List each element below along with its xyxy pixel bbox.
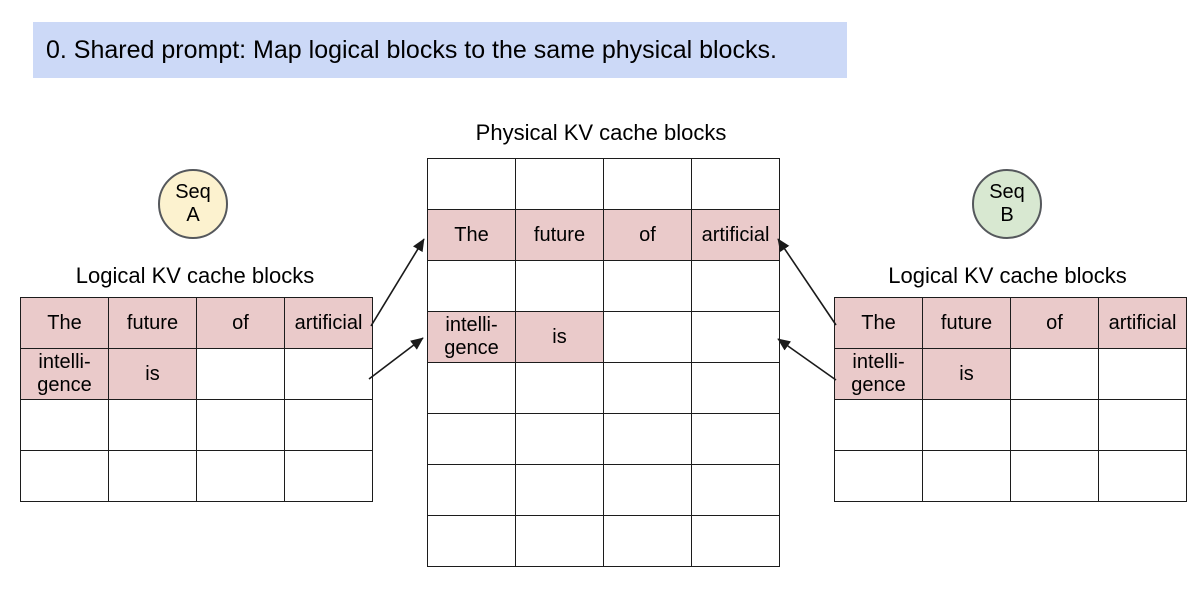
kv-cell-empty [427,260,516,312]
physical-table-title: Physical KV cache blocks [475,120,727,145]
kv-cell-empty [691,158,780,210]
kv-cell-empty [603,413,692,465]
kv-cell-empty [691,311,780,363]
kv-cell-empty [20,399,109,451]
kv-cell-empty [196,450,285,502]
kv-row [427,413,780,465]
kv-row [427,464,780,516]
kv-cell-empty [427,362,516,414]
kv-cell-empty [515,158,604,210]
arrow-seq-b-row2-to-physical [777,338,837,381]
kv-cell-empty [1010,450,1099,502]
kv-cell-empty [922,450,1011,502]
kv-cell-empty [1098,450,1187,502]
kv-cell-empty [691,362,780,414]
kv-row [427,362,780,414]
kv-cell-empty [691,515,780,567]
kv-cell-empty [691,413,780,465]
kv-cell-empty [1098,348,1187,400]
seq-b-badge: Seq B [972,169,1042,239]
kv-cell-filled: of [196,297,285,349]
kv-cell-empty [515,362,604,414]
kv-row [427,158,780,210]
arrow-seq-a-row1-to-physical [370,238,425,327]
step-banner: 0. Shared prompt: Map logical blocks to … [33,22,847,78]
seq-a-badge-line1: Seq [175,181,211,203]
kv-cell-empty [691,464,780,516]
kv-cell-empty [1098,399,1187,451]
kv-cell-filled: of [1010,297,1099,349]
kv-cell-empty [515,515,604,567]
kv-cell-empty [196,348,285,400]
kv-cell-filled: is [515,311,604,363]
kv-cell-empty [427,515,516,567]
kv-row [834,450,1187,502]
kv-cell-empty [603,464,692,516]
kv-cell-empty [1010,399,1099,451]
kv-cell-filled: intelli- gence [20,348,109,400]
seq-a-badge-line2: A [186,204,200,226]
kv-cell-empty [834,399,923,451]
kv-cell-empty [196,399,285,451]
seq-b-badge-line2: B [1000,204,1014,226]
kv-cell-filled: is [108,348,197,400]
kv-cell-filled: The [427,209,516,261]
kv-cell-filled: artificial [1098,297,1187,349]
kv-row [834,399,1187,451]
kv-cell-empty [603,311,692,363]
kv-cell-empty [691,260,780,312]
kv-cell-empty [427,464,516,516]
kv-row [20,450,373,502]
kv-cell-empty [284,348,373,400]
kv-cell-filled: The [20,297,109,349]
kv-cell-filled: The [834,297,923,349]
kv-cell-empty [20,450,109,502]
kv-cell-empty [603,362,692,414]
kv-cell-filled: future [108,297,197,349]
kv-cell-empty [515,464,604,516]
kv-cell-filled: of [603,209,692,261]
kv-cell-empty [515,413,604,465]
kv-cell-empty [603,260,692,312]
kv-cell-empty [603,515,692,567]
kv-cell-filled: artificial [691,209,780,261]
kv-cell-empty [108,399,197,451]
kv-cell-empty [515,260,604,312]
kv-cell-filled: intelli- gence [427,311,516,363]
kv-row [427,260,780,312]
kv-cell-empty [834,450,923,502]
kv-cell-empty [284,450,373,502]
seq-b-badge-line1: Seq [989,181,1025,203]
kv-cell-empty [284,399,373,451]
kv-cell-empty [108,450,197,502]
kv-cell-filled: is [922,348,1011,400]
kv-row [20,399,373,451]
step-banner-text: 0. Shared prompt: Map logical blocks to … [46,35,777,64]
kv-cell-empty [427,158,516,210]
kv-cell-empty [427,413,516,465]
kv-cell-empty [1010,348,1099,400]
seq-b-logical-table-title: Logical KV cache blocks [888,263,1127,288]
arrow-seq-b-row1-to-physical [777,238,837,326]
arrow-seq-a-row2-to-physical [368,337,424,380]
kv-cell-filled: intelli- gence [834,348,923,400]
kv-cell-filled: artificial [284,297,373,349]
kv-row [427,515,780,567]
kv-cell-empty [922,399,1011,451]
seq-a-logical-table-title: Logical KV cache blocks [75,263,315,288]
kv-cell-filled: future [922,297,1011,349]
kv-cell-empty [603,158,692,210]
seq-a-badge: Seq A [158,169,228,239]
kv-cell-filled: future [515,209,604,261]
